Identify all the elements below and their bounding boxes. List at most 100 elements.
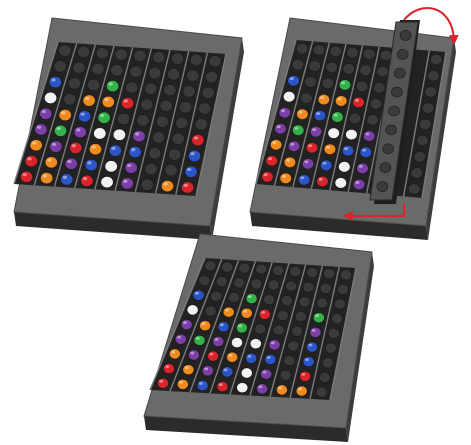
ball-dark bbox=[301, 93, 313, 104]
ball-highlight bbox=[67, 160, 71, 163]
ball-dark bbox=[317, 298, 328, 308]
ball-dark bbox=[328, 328, 339, 338]
ball-dark bbox=[87, 79, 99, 90]
ball-orange bbox=[161, 180, 173, 191]
ball-blue bbox=[298, 175, 310, 186]
ball-orange bbox=[45, 157, 57, 168]
ball-dark bbox=[334, 299, 345, 309]
ball-dark bbox=[316, 387, 327, 397]
ball-highlight bbox=[96, 130, 100, 133]
ball-highlight bbox=[51, 78, 55, 81]
ball-dark bbox=[414, 151, 426, 162]
ball-purple bbox=[279, 107, 291, 118]
ball-dark bbox=[195, 119, 207, 130]
ball-dark bbox=[198, 103, 210, 114]
ball-purple bbox=[35, 124, 47, 135]
ball-highlight bbox=[239, 384, 243, 387]
ball-highlight bbox=[165, 365, 169, 368]
ball-highlight bbox=[190, 152, 194, 155]
ball-purple bbox=[188, 350, 199, 360]
ball-blue bbox=[185, 166, 197, 177]
ball-highlight bbox=[337, 179, 341, 182]
ball-orange bbox=[183, 365, 194, 375]
ball-highlight bbox=[341, 163, 345, 166]
ball-purple bbox=[202, 366, 213, 376]
ball-dark bbox=[190, 54, 202, 65]
ball-highlight bbox=[179, 381, 183, 384]
ball-highlight bbox=[285, 93, 289, 96]
ball-purple bbox=[50, 141, 62, 152]
ball-highlight bbox=[248, 295, 252, 298]
ball-highlight bbox=[277, 125, 281, 128]
ball-dark bbox=[216, 277, 227, 287]
ball-highlight bbox=[159, 380, 163, 383]
ball-purple bbox=[357, 163, 369, 174]
ball-dark bbox=[149, 67, 161, 78]
lifted-ball-dark bbox=[389, 106, 400, 116]
ball-dark bbox=[92, 63, 104, 74]
ball-blue bbox=[288, 75, 300, 86]
ball-dark bbox=[179, 102, 191, 113]
ball-highlight bbox=[308, 344, 312, 347]
ball-highlight bbox=[294, 127, 298, 130]
ball-dark bbox=[337, 284, 348, 294]
ball-dark bbox=[303, 282, 314, 292]
ball-blue bbox=[360, 147, 372, 158]
ball-orange bbox=[40, 172, 52, 183]
ball-white bbox=[231, 337, 242, 347]
ball-blue bbox=[306, 342, 317, 352]
ball-dark bbox=[343, 63, 355, 74]
ball-white bbox=[335, 178, 347, 189]
ball-blue bbox=[188, 150, 200, 161]
ball-dark bbox=[347, 47, 359, 58]
ball-red bbox=[192, 134, 204, 145]
ball-highlight bbox=[334, 114, 338, 117]
ball-purple bbox=[288, 141, 300, 152]
ball-white bbox=[250, 339, 261, 349]
ball-red bbox=[181, 182, 193, 193]
ball-highlight bbox=[252, 340, 256, 343]
ball-dark bbox=[419, 119, 431, 130]
ball-green bbox=[332, 112, 344, 123]
ball-highlight bbox=[57, 127, 61, 130]
ball-red bbox=[266, 155, 278, 166]
ball-dark bbox=[149, 148, 161, 159]
ball-dark bbox=[428, 70, 440, 81]
ball-green bbox=[98, 112, 110, 123]
ball-highlight bbox=[365, 133, 369, 136]
ball-dark bbox=[165, 165, 177, 176]
ball-dark bbox=[331, 314, 342, 324]
ball-dark bbox=[322, 358, 333, 368]
ball-purple bbox=[125, 162, 137, 173]
ball-highlight bbox=[326, 146, 330, 149]
ball-highlight bbox=[107, 163, 111, 166]
ball-dark bbox=[264, 295, 275, 305]
ball-highlight bbox=[282, 175, 286, 178]
ball-dark bbox=[186, 70, 198, 81]
ball-highlight bbox=[42, 110, 46, 113]
ball-highlight bbox=[267, 356, 271, 359]
ball-dark bbox=[273, 265, 284, 275]
ball-highlight bbox=[320, 96, 324, 99]
ball-white bbox=[94, 128, 106, 139]
ball-red bbox=[121, 98, 133, 109]
ball-dark bbox=[319, 372, 330, 382]
ball-white bbox=[44, 92, 56, 103]
ball-highlight bbox=[32, 142, 36, 145]
ball-blue bbox=[193, 290, 204, 300]
ball-green bbox=[106, 80, 118, 91]
ball-orange bbox=[270, 139, 282, 150]
ball-highlight bbox=[37, 126, 41, 129]
ball-blue bbox=[246, 353, 257, 363]
ball-dark bbox=[117, 113, 129, 124]
lifted-ball-dark bbox=[383, 144, 394, 154]
ball-highlight bbox=[52, 143, 56, 146]
ball-highlight bbox=[184, 184, 188, 187]
ball-dark bbox=[205, 261, 216, 271]
ball-dark bbox=[152, 52, 164, 63]
ball-highlight bbox=[76, 128, 80, 131]
ball-dark bbox=[168, 149, 180, 160]
ball-dark bbox=[228, 292, 239, 302]
ball-purple bbox=[353, 179, 365, 190]
